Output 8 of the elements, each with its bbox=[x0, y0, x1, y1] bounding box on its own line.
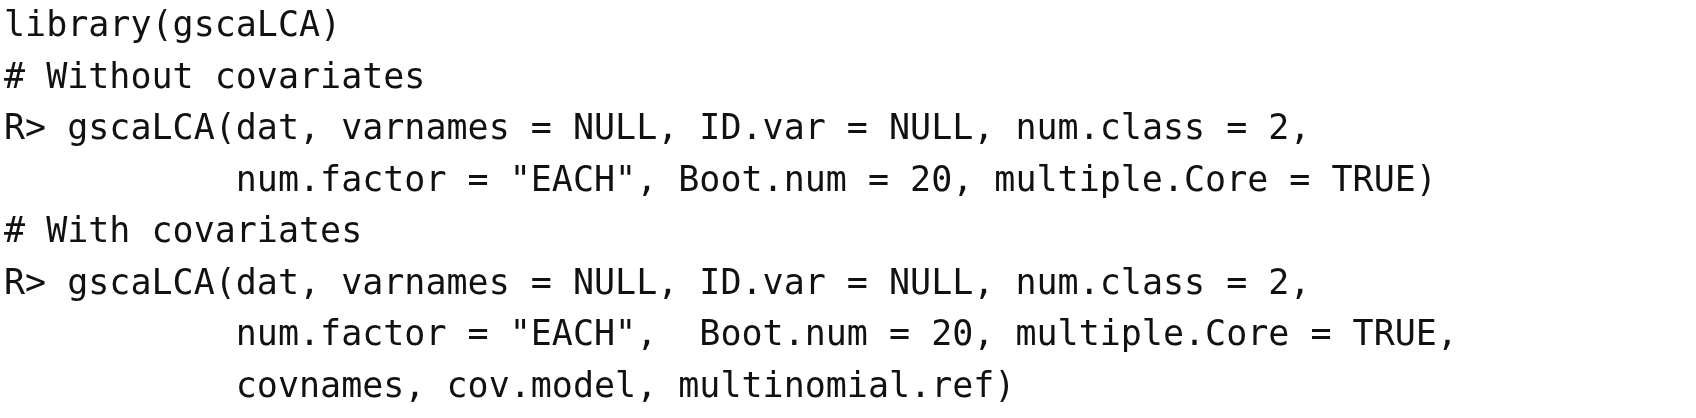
code-line: covnames, cov.model, multinomial.ref) bbox=[235, 363, 1016, 407]
code-line: num.factor = "EACH", Boot.num = 20, multiple.Core = TRUE) bbox=[235, 157, 1437, 201]
code-line: library(gscaLCA) bbox=[4, 3, 342, 46]
code-line: R> gscaLCA(dat, varnames = NULL, ID.var = NULL, num.class = 2, bbox=[4, 260, 1311, 304]
code-comment: # With covariates bbox=[4, 209, 363, 252]
code-line: R> gscaLCA(dat, varnames = NULL, ID.var = NULL, num.class = 2, bbox=[4, 106, 1311, 149]
code-comment: # Without covariates bbox=[4, 54, 426, 98]
code-line: num.factor = "EACH", Boot.num = 20, multiple.Core = TRUE, bbox=[235, 312, 1458, 355]
